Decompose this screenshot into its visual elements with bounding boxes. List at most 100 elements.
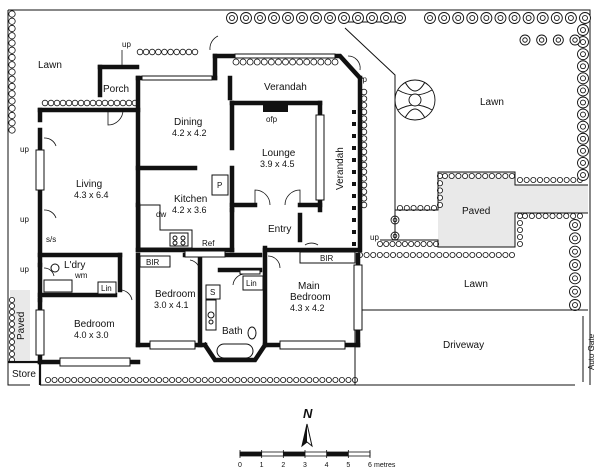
shrub — [530, 176, 537, 183]
shrub — [299, 376, 306, 383]
shrub — [502, 172, 509, 179]
tree-core — [572, 262, 578, 268]
shrub — [436, 251, 443, 258]
shrub — [332, 376, 339, 383]
shrub — [8, 75, 16, 83]
shrub — [156, 376, 163, 383]
dining-label: Dining — [174, 117, 202, 128]
shrub — [116, 376, 123, 383]
bir-2-label: BIR — [320, 254, 334, 263]
shrub — [95, 99, 103, 107]
tree-core — [572, 235, 578, 242]
shrub — [396, 251, 403, 258]
bedroom-3-label: Bedroom — [74, 319, 115, 330]
shrub — [8, 17, 16, 25]
shrub — [517, 226, 524, 233]
shrub — [8, 46, 16, 54]
shrub — [403, 251, 410, 258]
shrub — [41, 99, 49, 107]
shrub — [523, 176, 530, 183]
shrub — [161, 48, 168, 56]
shrub — [455, 172, 462, 179]
tree-core — [567, 15, 574, 21]
ref-label: Ref — [202, 239, 215, 248]
shrub — [8, 344, 15, 351]
laundry-label: L'dry — [64, 260, 85, 271]
bedroom-2-label: Bedroom — [155, 289, 196, 300]
shrub — [403, 204, 410, 211]
tree-core — [538, 37, 545, 43]
tree-core — [469, 15, 476, 21]
shrub — [383, 251, 390, 258]
shrub — [537, 176, 544, 183]
shrub — [267, 376, 274, 383]
shrub — [191, 48, 199, 56]
tree-core — [553, 15, 560, 21]
tree-core — [383, 15, 389, 21]
shrub — [280, 376, 287, 383]
shrub — [502, 251, 509, 258]
paved-area-east — [438, 172, 588, 247]
shrub — [563, 176, 570, 183]
tree-core — [580, 123, 586, 130]
shrub — [475, 172, 482, 179]
tree-core — [580, 87, 586, 94]
tree-core — [285, 15, 291, 21]
shrub — [550, 176, 557, 183]
shrub — [414, 240, 421, 247]
shrub — [234, 376, 241, 383]
tree-core — [580, 147, 586, 154]
shrub — [462, 172, 469, 179]
shrub — [331, 58, 339, 66]
shrub — [77, 99, 85, 107]
kitchen-label: Kitchen — [174, 194, 207, 205]
shrub — [522, 212, 529, 219]
pantry-label: P — [217, 181, 222, 190]
shrub — [482, 172, 489, 179]
shrub — [119, 99, 127, 107]
kitchen-size: 4.2 x 3.6 — [172, 205, 207, 215]
shrub — [8, 332, 15, 339]
trees — [226, 12, 591, 311]
shrub — [8, 314, 15, 321]
scale-segment — [326, 452, 349, 456]
tree-core — [299, 15, 305, 21]
shrub — [383, 240, 390, 247]
post — [352, 110, 356, 114]
shrub — [175, 376, 182, 383]
shrub — [430, 204, 437, 211]
shrub — [289, 58, 296, 66]
shrub — [410, 204, 417, 211]
shrub — [489, 251, 496, 258]
shrub — [65, 99, 73, 107]
up-verandah: up — [358, 75, 367, 84]
scale-tick-label: 1 — [260, 462, 264, 469]
post — [352, 194, 356, 198]
shrub — [260, 376, 267, 383]
up-laundry: up — [20, 265, 29, 274]
tree-core — [497, 15, 504, 21]
shrub — [59, 99, 67, 107]
post — [352, 170, 356, 174]
room-labels: Lawn Porch Dining 4.2 x 4.2 Verandah ofp… — [12, 60, 504, 380]
shrub — [376, 240, 383, 247]
lin-2-label: Lin — [246, 279, 257, 288]
shrub — [293, 376, 300, 383]
shrub — [275, 58, 282, 66]
tree-core — [341, 15, 347, 21]
scale-tick-label: 4 — [325, 462, 329, 469]
feature-tree — [394, 79, 436, 121]
shrub — [517, 212, 524, 219]
shrub — [8, 39, 16, 47]
shrub — [8, 126, 16, 134]
tree-core — [572, 275, 578, 282]
tree-core — [582, 15, 588, 21]
tree-core — [555, 37, 562, 43]
fireplace — [263, 103, 288, 112]
paved-e-label: Paved — [462, 206, 490, 217]
shrub — [396, 204, 403, 211]
shrub — [273, 376, 280, 383]
shrub — [556, 212, 563, 219]
shrub — [416, 251, 423, 258]
ss-label: s/s — [46, 235, 56, 244]
